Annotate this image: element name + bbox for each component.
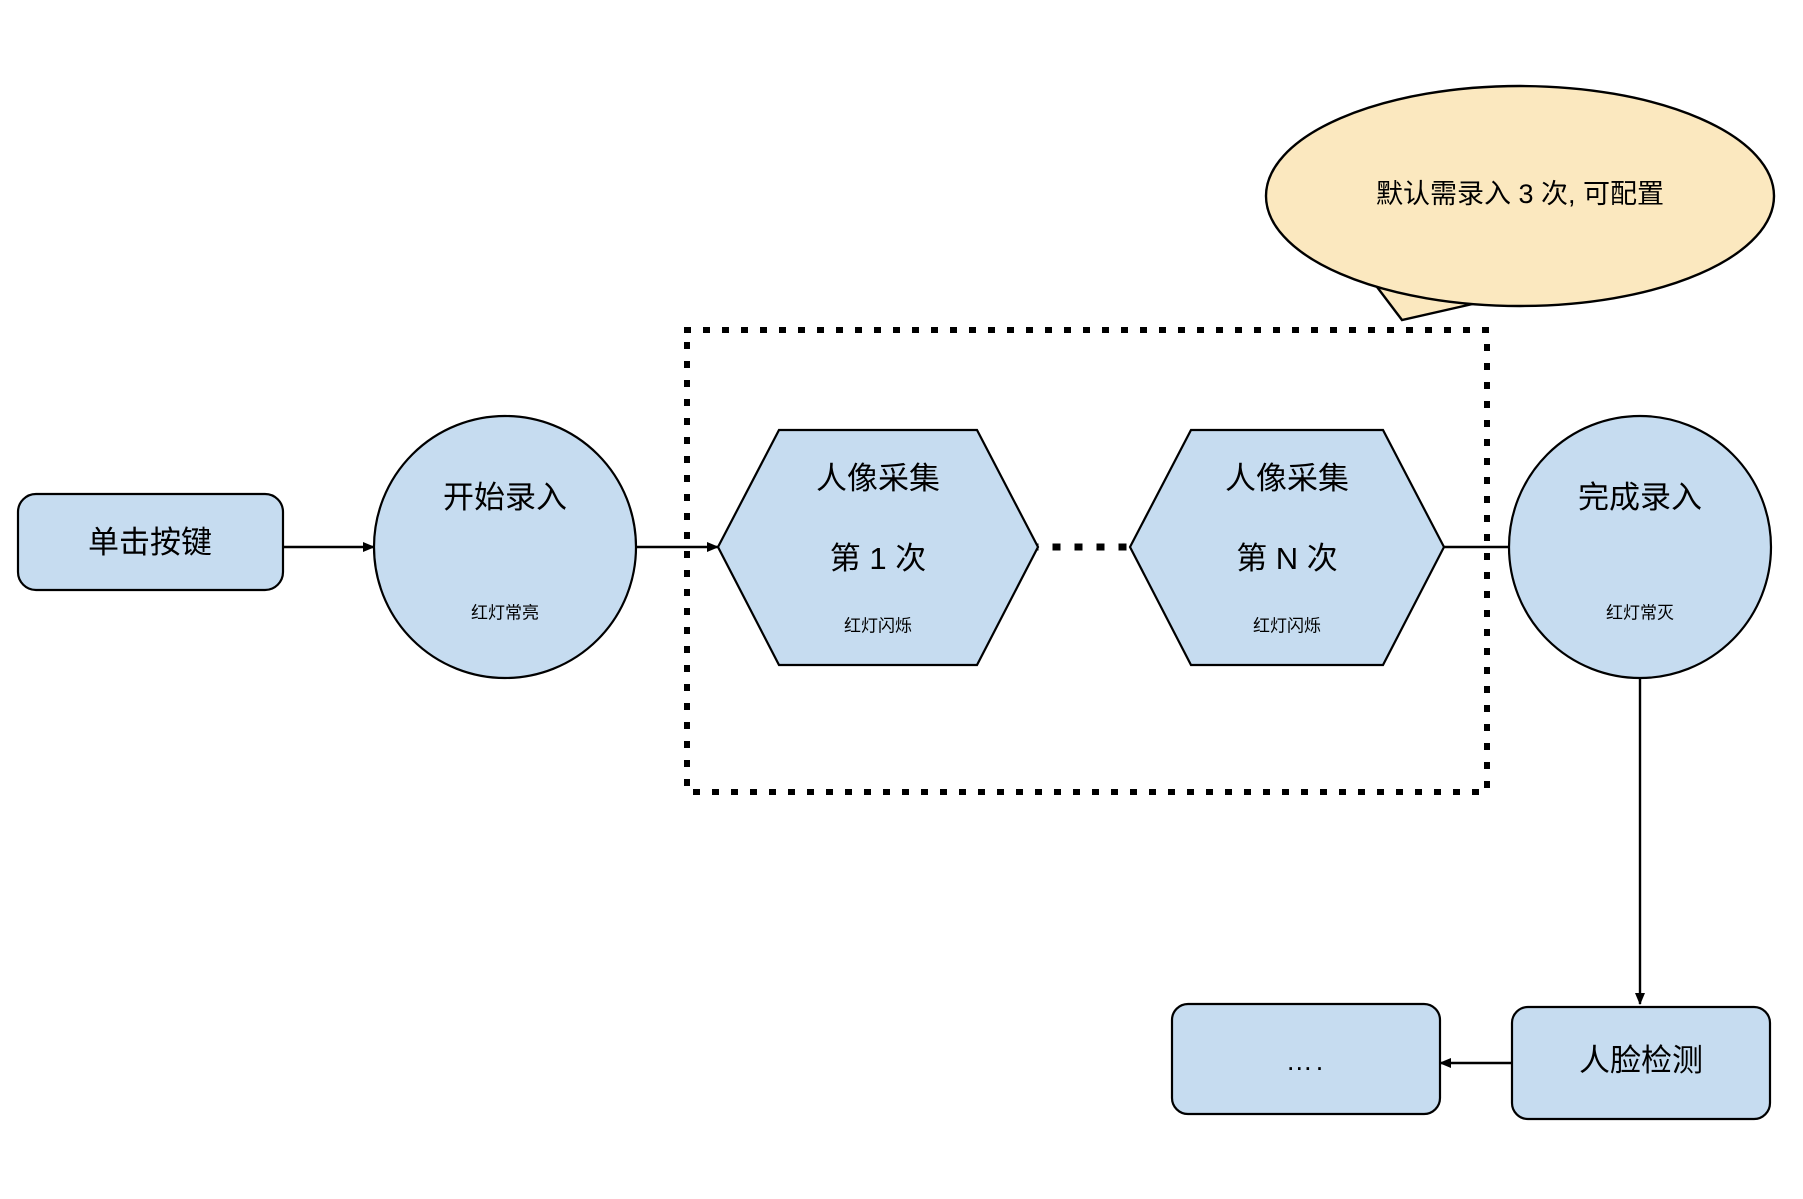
node-capture-nth-label: 人像采集 [1225, 461, 1349, 496]
node-finish-enroll-label: 完成录入 [1578, 480, 1702, 515]
node-capture-first-label: 人像采集 [816, 461, 940, 496]
node-capture-first-shape [716, 428, 1040, 667]
node-capture-first-sublabel: 红灯闪烁 [844, 616, 912, 635]
loop-group-box [684, 327, 1490, 795]
callout-text: 默认需录入 3 次, 可配置 [1376, 179, 1664, 209]
callout-body [1264, 84, 1776, 308]
node-more-label: …. [1286, 1046, 1327, 1076]
node-capture-nth-sublabel: 红灯闪烁 [1253, 616, 1321, 635]
node-press-key[interactable]: 单击按键 [16, 492, 285, 592]
node-start-enroll-sublabel: 红灯常亮 [471, 603, 539, 622]
node-capture-nth[interactable]: 人像采集 第 N 次 红灯闪烁 [1128, 428, 1446, 667]
node-more[interactable]: …. [1170, 1002, 1442, 1116]
node-finish-enroll-shape [1507, 414, 1773, 680]
node-capture-nth-label2: 第 N 次 [1236, 541, 1338, 576]
node-capture-nth-shape [1128, 428, 1446, 667]
node-face-detect[interactable]: 人脸检测 [1510, 1005, 1772, 1121]
node-finish-enroll-sublabel: 红灯常灭 [1606, 603, 1674, 622]
node-press-key-label: 单击按键 [88, 525, 212, 560]
node-start-enroll[interactable]: 开始录入 红灯常亮 [372, 414, 638, 680]
node-press-key-shape [16, 492, 285, 592]
node-start-enroll-label: 开始录入 [443, 480, 567, 515]
node-face-detect-shape [1510, 1005, 1772, 1121]
node-capture-first-label2: 第 1 次 [830, 541, 926, 576]
callout-bubble[interactable]: 默认需录入 3 次, 可配置 [1264, 84, 1776, 322]
node-face-detect-label: 人脸检测 [1579, 1043, 1703, 1078]
node-more-shape [1170, 1002, 1442, 1116]
node-start-enroll-shape [372, 414, 638, 680]
node-capture-first[interactable]: 人像采集 第 1 次 红灯闪烁 [716, 428, 1040, 667]
node-finish-enroll[interactable]: 完成录入 红灯常灭 [1507, 414, 1773, 680]
